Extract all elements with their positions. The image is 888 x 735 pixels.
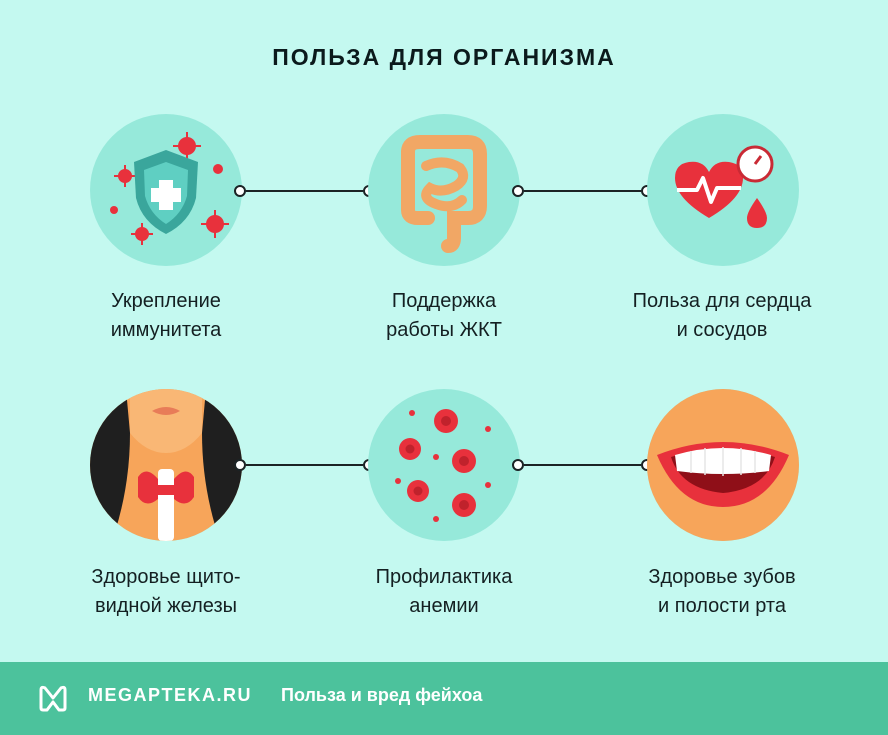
smile-icon xyxy=(647,389,799,541)
thyroid-icon xyxy=(90,389,242,541)
connector-line xyxy=(246,464,363,466)
footer-bar: MEGAPTEKA.RU Польза и вред фейхоа xyxy=(0,662,888,735)
heart-icon xyxy=(647,114,799,266)
intestine-icon xyxy=(368,114,520,266)
article-subtitle: Польза и вред фейхоа xyxy=(281,685,483,705)
immunity-shield-icon xyxy=(90,114,242,266)
connector-line xyxy=(246,190,363,192)
connector-dot xyxy=(234,459,246,471)
blood-cells-icon xyxy=(368,389,520,541)
benefit-label: Здоровье щито-видной железы xyxy=(91,566,241,617)
page-title: ПОЛЬЗА ДЛЯ ОРГАНИЗМА xyxy=(272,44,616,70)
connector-line xyxy=(524,464,641,466)
connector-dot xyxy=(512,459,524,471)
connector-dot xyxy=(234,185,246,197)
connector-dot xyxy=(512,185,524,197)
megapteka-logo-icon[interactable] xyxy=(38,684,68,712)
connector-line xyxy=(524,190,641,192)
brand-link[interactable]: MEGAPTEKA.RU xyxy=(88,685,253,705)
